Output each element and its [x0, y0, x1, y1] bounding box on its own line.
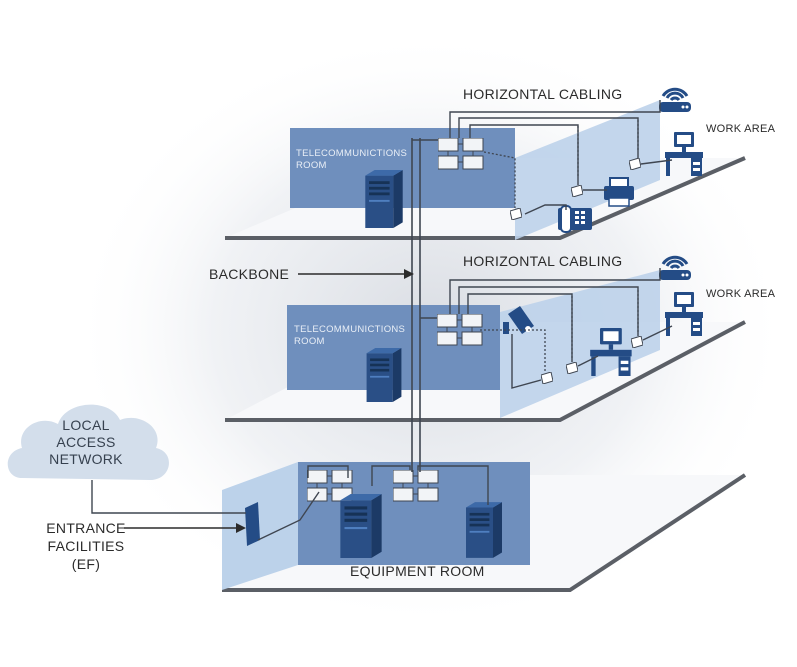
equipment-room-side-wall	[222, 462, 298, 590]
equip-cable-entrance	[257, 491, 320, 541]
horizontal-cabling-label-top: HORIZONTAL CABLING	[463, 86, 622, 102]
entrance-arrow-head	[236, 523, 246, 533]
top-cable-phone	[524, 204, 567, 215]
mid-cable-desk	[577, 355, 599, 367]
top-telecom-room-label-1: TELECOMMUNICTIONS	[296, 148, 407, 159]
equip-cable-1	[307, 465, 349, 478]
wifi-router-icon	[657, 87, 693, 114]
equipment-room-label: EQUIPMENT ROOM	[350, 563, 485, 579]
server-rack-icon	[340, 494, 382, 558]
cloud-label-2: ACCESS	[56, 434, 115, 450]
backbone-label: BACKBONE	[209, 266, 289, 282]
equip-cable-2	[371, 465, 411, 486]
middle-floor: TELECOMMUNICTIONS ROOM	[225, 255, 746, 422]
cloud-icon	[7, 404, 169, 480]
server-rack-icon	[466, 502, 502, 558]
top-cable-router	[449, 100, 661, 138]
cloud-label-1: LOCAL	[62, 417, 109, 433]
mid-cable-router	[449, 268, 661, 314]
top-floor: TELECOMMUNICTIONS ROOM	[225, 87, 746, 240]
work-area-label-top: WORK AREA	[706, 123, 776, 135]
equip-cable-3	[417, 465, 489, 505]
work-area-label-mid: WORK AREA	[706, 288, 776, 300]
mid-telecom-room-label-2: ROOM	[294, 336, 325, 347]
access-network-cable	[91, 480, 246, 514]
top-cable-3	[483, 151, 516, 208]
entrance-panel-icon	[245, 502, 260, 546]
horizontal-cabling-label-mid: HORIZONTAL CABLING	[463, 253, 622, 269]
top-floor-edge	[225, 156, 746, 240]
printer-icon	[604, 177, 634, 207]
entrance-label-1: ENTRANCE	[46, 520, 125, 536]
top-telecom-room-label-2: ROOM	[296, 160, 327, 171]
mid-cable-3	[480, 329, 546, 372]
mid-telecom-room-label-1: TELECOMMUNICTIONS	[294, 324, 405, 335]
bottom-floor-edge	[222, 473, 747, 592]
ip-phone-icon	[558, 205, 592, 233]
backbone: BACKBONE	[209, 138, 438, 472]
cloud-label-3: NETWORK	[49, 451, 123, 467]
server-rack-icon	[365, 170, 403, 228]
top-cable-desk	[640, 159, 673, 165]
mid-floor-edge	[225, 320, 746, 422]
backbone-arrow-head	[404, 269, 414, 279]
server-rack-icon	[366, 348, 402, 402]
entrance-label-3: (EF)	[72, 556, 100, 572]
entrance-label-2: FACILITIES	[48, 538, 125, 554]
mid-cable-camera	[511, 334, 542, 389]
bottom-floor: EQUIPMENT ROOM	[222, 462, 747, 592]
top-telecom-room-wall	[290, 128, 515, 208]
mid-cable-desk-2	[642, 325, 673, 341]
